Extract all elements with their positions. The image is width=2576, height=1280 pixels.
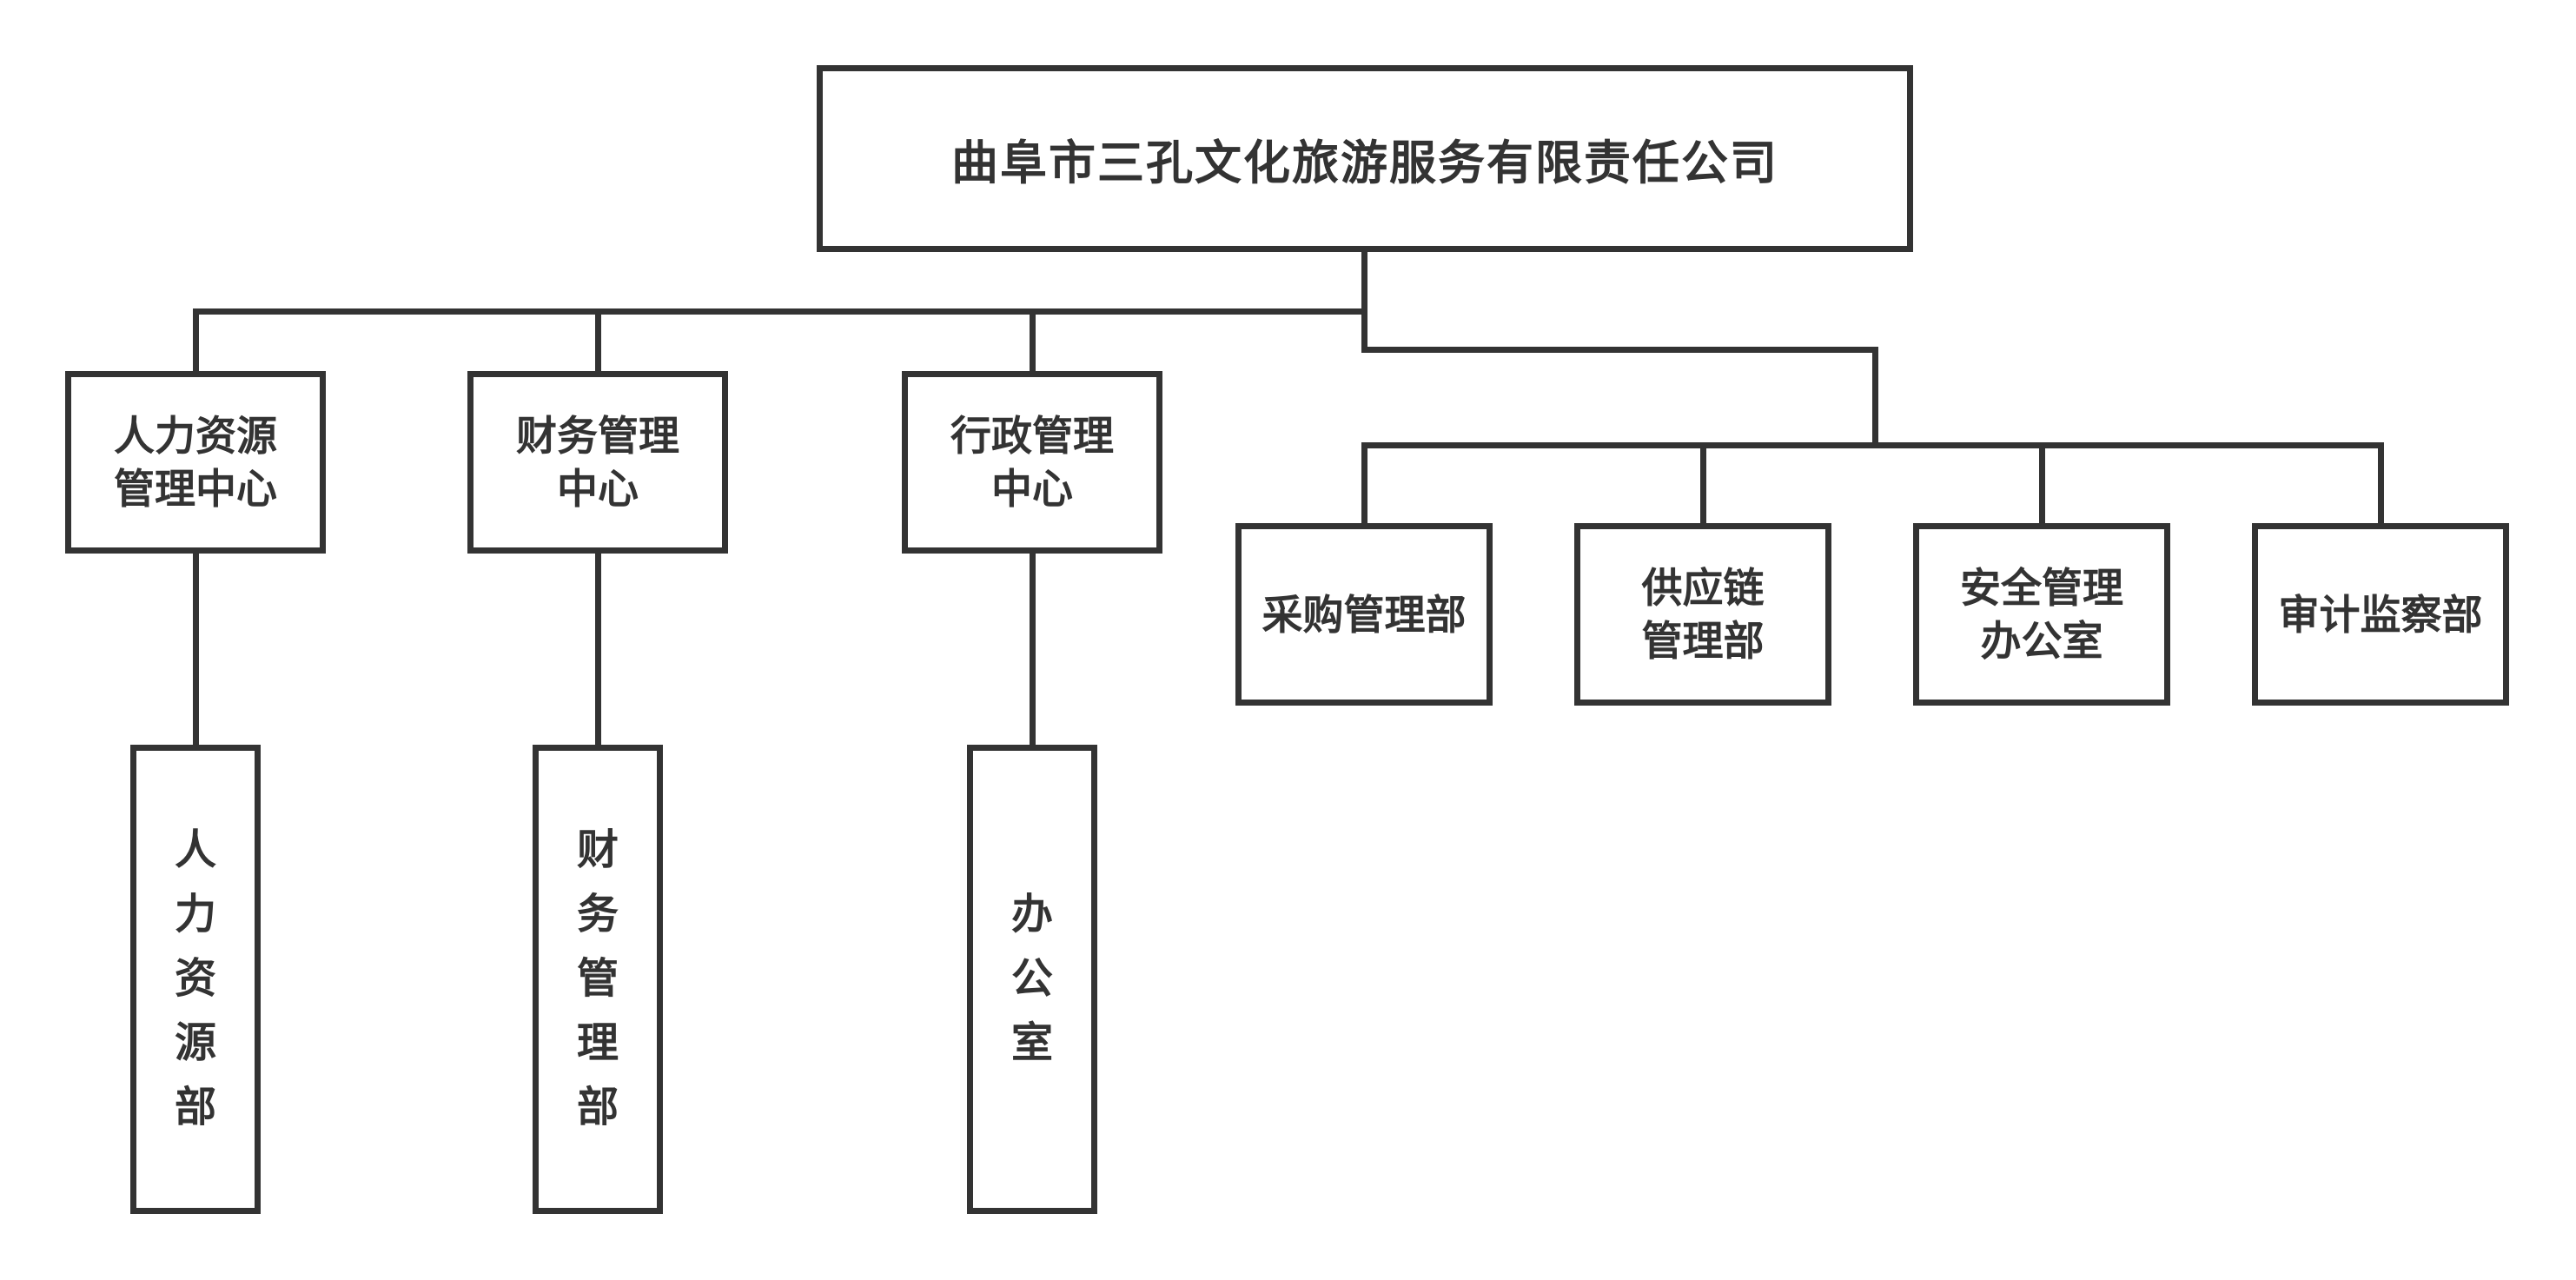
connector-hr-center-to-dept xyxy=(193,554,199,745)
connector-drop-audit xyxy=(2378,442,2384,523)
org-node-office: 办 公 室 xyxy=(967,745,1097,1214)
org-node-audit-dept: 审计监察部 xyxy=(2252,523,2509,706)
org-node-admin-center-label: 行政管理 中心 xyxy=(950,413,1114,512)
org-node-finance-dept: 财 务 管 理 部 xyxy=(533,745,663,1214)
org-node-root: 曲阜市三孔文化旅游服务有限责任公司 xyxy=(817,65,1913,252)
org-node-hr-dept-label: 人 力 资 源 部 xyxy=(174,827,216,1131)
connector-admin-to-office xyxy=(1030,554,1036,745)
connector-drop-hr-center xyxy=(193,308,199,371)
org-node-office-label: 办 公 室 xyxy=(1010,892,1053,1066)
connector-right-branch-stem xyxy=(1872,347,1878,445)
connector-drop-procurement xyxy=(1361,442,1367,523)
org-node-finance-center: 财务管理 中心 xyxy=(467,371,728,554)
org-node-hr-center: 人力资源 管理中心 xyxy=(65,371,326,554)
connector-finance-to-dept xyxy=(595,554,601,745)
org-node-finance-dept-label: 财 务 管 理 部 xyxy=(576,827,619,1131)
org-node-audit-dept-label: 审计监察部 xyxy=(2278,591,2483,638)
org-node-finance-center-label: 财务管理 中心 xyxy=(516,413,679,512)
org-node-hr-dept: 人 力 资 源 部 xyxy=(130,745,261,1214)
connector-right-branch-top xyxy=(1361,347,1878,353)
org-node-safety-office: 安全管理 办公室 xyxy=(1913,523,2170,706)
connector-drop-admin-center xyxy=(1030,308,1036,371)
connector-root-stem xyxy=(1361,252,1367,353)
org-node-procurement-dept: 采购管理部 xyxy=(1235,523,1493,706)
connector-drop-finance-center xyxy=(595,308,601,371)
org-node-root-label: 曲阜市三孔文化旅游服务有限责任公司 xyxy=(951,137,1778,189)
org-node-admin-center: 行政管理 中心 xyxy=(902,371,1162,554)
connector-departments-rail xyxy=(1361,442,2384,448)
org-node-procurement-dept-label: 采购管理部 xyxy=(1262,591,1467,638)
org-node-supply-chain-dept-label: 供应链 管理部 xyxy=(1641,565,1765,664)
org-node-hr-center-label: 人力资源 管理中心 xyxy=(114,413,277,512)
org-node-supply-chain-dept: 供应链 管理部 xyxy=(1574,523,1831,706)
connector-drop-supply-chain xyxy=(1700,442,1706,523)
org-node-safety-office-label: 安全管理 办公室 xyxy=(1960,565,2123,664)
connector-drop-safety xyxy=(2039,442,2045,523)
connector-centers-rail xyxy=(193,308,1367,315)
